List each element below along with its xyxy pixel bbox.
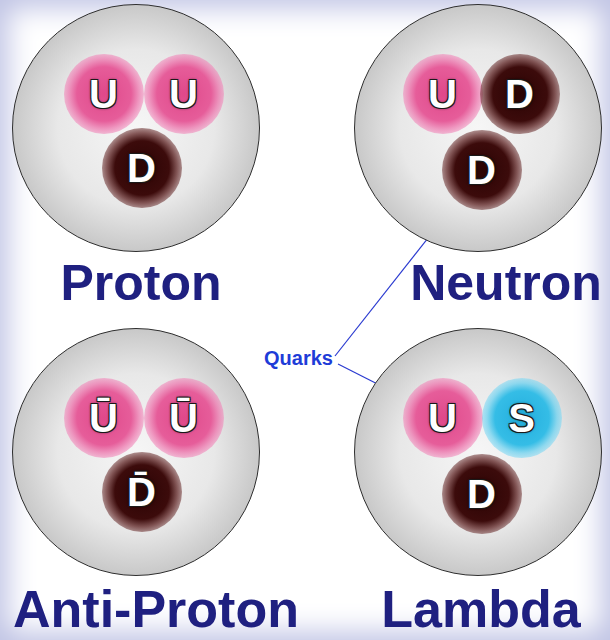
quark-ball: D̄ [102,452,182,532]
quark-letter: D [467,150,496,190]
particle-circle: LambdaUSD [354,328,602,576]
particle-name: Lambda [381,583,580,635]
quark-letter: U [428,74,457,114]
particle-circle: NeutronUDD [354,4,602,252]
quark-ball: U [144,54,224,134]
quark-letter: Ū [169,398,198,438]
quark-letter: U [89,74,118,114]
quark-ball: Ū [64,378,144,458]
quark-ball: S [482,378,562,458]
quark-ball: D [480,54,560,134]
quark-ball: D [442,130,522,210]
particle-circle: Anti-ProtonŪŪD̄ [12,328,260,576]
quark-ball: U [64,54,144,134]
particle-name: Proton [60,258,221,308]
particle-circle: ProtonUUD [12,4,260,252]
quark-ball: U [403,378,483,458]
quark-letter: D [505,74,534,114]
quark-letter: U [428,398,457,438]
quark-ball: Ū [144,378,224,458]
quark-letter: U [169,74,198,114]
quark-letter: D [127,148,156,188]
quark-ball: U [403,54,483,134]
quark-letter: D [467,474,496,514]
particle-name: Anti-Proton [13,583,299,635]
callout-label: Quarks [264,348,333,368]
quark-letter: S [508,398,535,438]
particle-name: Neutron [410,258,602,308]
quark-letter: D̄ [127,472,156,512]
quark-ball: D [442,454,522,534]
quark-ball: D [102,128,182,208]
quark-letter: Ū [89,398,118,438]
